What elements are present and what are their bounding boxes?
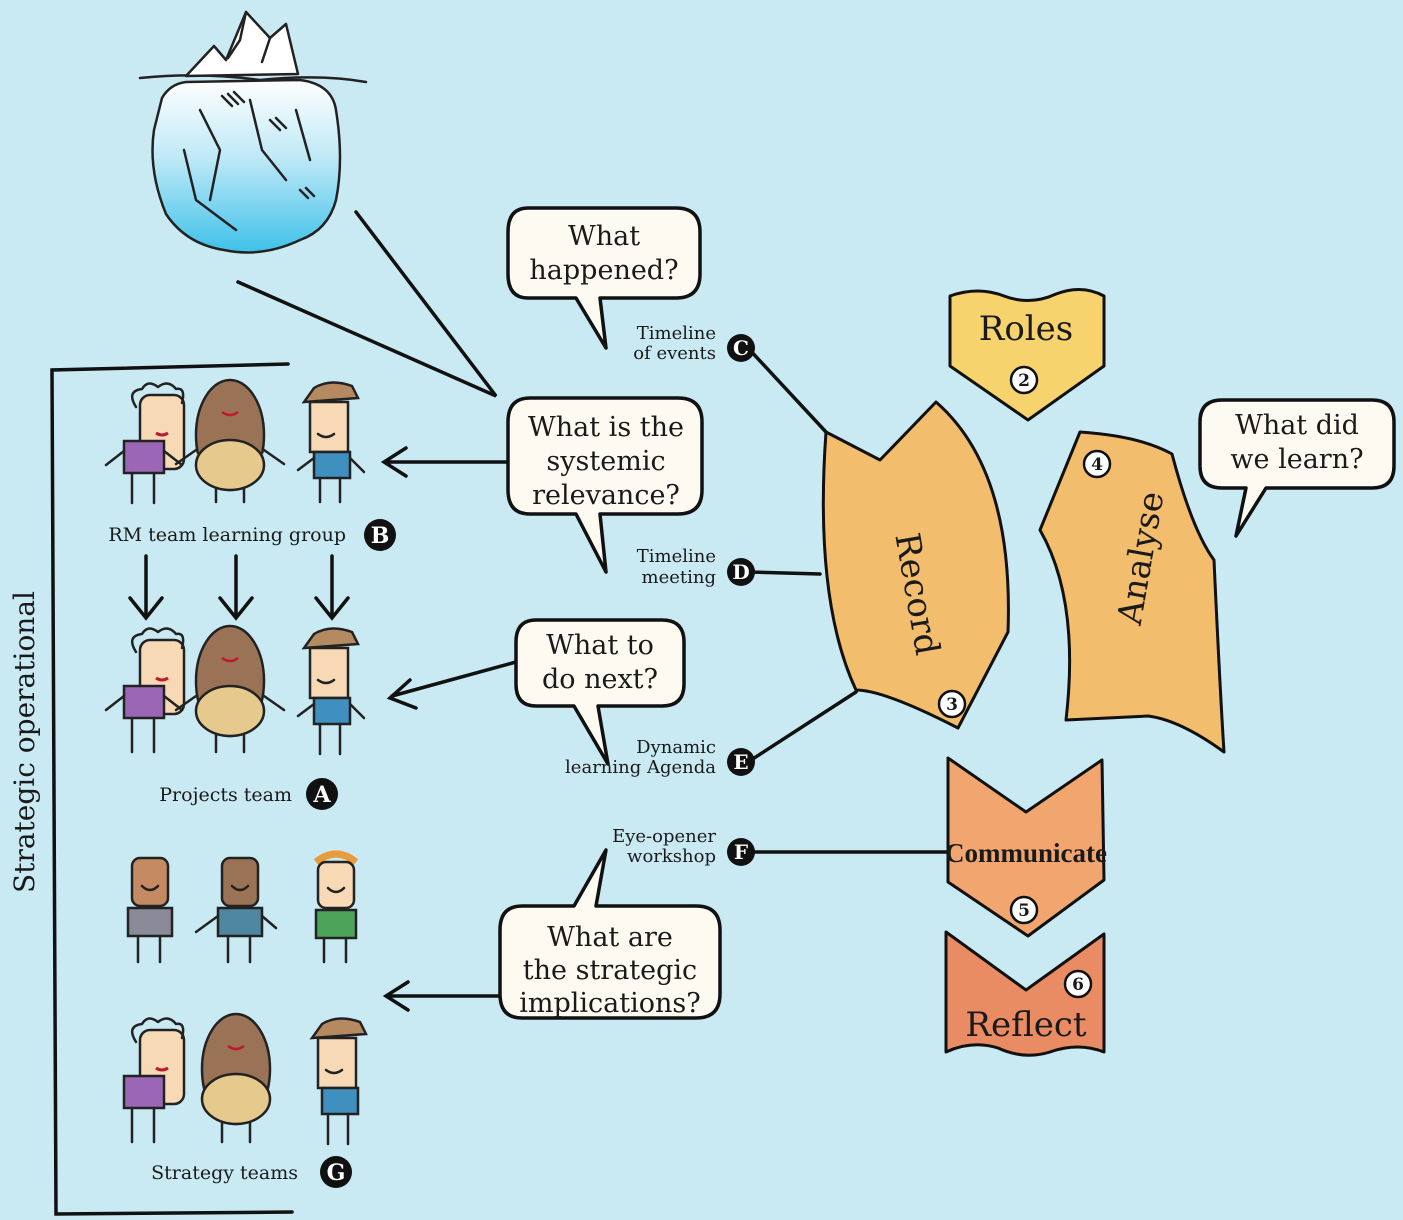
- group-bracket: [50, 362, 294, 1216]
- step-analyse-number: 4: [1091, 455, 1103, 475]
- text-nodes-c-line1: Timeline: [637, 323, 716, 344]
- group-label-g: Strategy teams G: [151, 1156, 352, 1188]
- node-e-letter: E: [733, 750, 748, 774]
- text-questions-q2-line2: systemic: [546, 446, 665, 477]
- step-record: Record 3: [821, 400, 1010, 730]
- step-roles-number: 2: [1018, 371, 1030, 391]
- question-bubble-what-happened: What happened?: [506, 206, 702, 350]
- text-questions-q4-line2: the strategic: [523, 955, 697, 986]
- text-questions-q3-line2: do next?: [542, 664, 658, 695]
- text-nodes-e-line1: Dynamic: [636, 737, 716, 758]
- group-g-letter: G: [327, 1160, 346, 1186]
- text-groups-b-label: RM team learning group: [108, 524, 346, 546]
- text-groups-g-label: Strategy teams: [151, 1162, 298, 1184]
- arrow-to-rm-team: [380, 446, 508, 478]
- text-questions-q1-line2: happened?: [529, 255, 678, 286]
- question-bubble-strategic-implications: What are the strategic implications?: [498, 848, 722, 1020]
- step-analyse: Analyse 4: [1038, 430, 1226, 754]
- text-questions-q1-line1: What: [568, 221, 640, 252]
- text-questions-q2-line3: relevance?: [532, 480, 680, 511]
- strategy-team-people-top: [126, 850, 359, 964]
- step-record-number: 3: [946, 695, 958, 715]
- person-purple: [104, 382, 186, 505]
- rm-team-people: [104, 378, 366, 505]
- step-reflect-label: Reflect: [965, 1005, 1087, 1045]
- text-questions-q4-line1: What are: [547, 922, 673, 953]
- text-questions-q3-line1: What to: [546, 630, 654, 661]
- iceberg-illustration: [138, 10, 368, 254]
- down-arrows: [128, 554, 350, 621]
- step-reflect: Reflect 6: [944, 930, 1106, 1057]
- connector-d-record: [746, 570, 822, 576]
- iceberg-pointer-lines: [236, 210, 498, 398]
- person-hat: [296, 381, 366, 504]
- question-bubble-what-did-we-learn: What did we learn?: [1198, 398, 1396, 538]
- step-communicate-label: Communicate: [945, 838, 1107, 868]
- connector-e-record: [746, 690, 858, 764]
- text-nodes-e-line2: learning Agenda: [565, 757, 716, 778]
- step-roles: Roles 2: [948, 288, 1106, 422]
- step-reflect-number: 6: [1072, 975, 1084, 995]
- node-d: Timeline meeting D: [637, 546, 755, 588]
- text-groups-a-label: Projects team: [159, 784, 292, 806]
- arrow-to-strategy-teams: [382, 980, 506, 1012]
- step-communicate-number: 5: [1018, 901, 1030, 921]
- text-questions-q2-line1: What is the: [528, 412, 684, 443]
- projects-team-people: [104, 624, 366, 756]
- group-b-letter: B: [371, 523, 390, 549]
- question-bubble-systemic-relevance: What is the systemic relevance?: [506, 396, 704, 574]
- node-c-letter: C: [733, 336, 749, 360]
- side-label: Strategic operational: [8, 591, 41, 893]
- text-questions-q4-line3: implications?: [519, 988, 700, 1019]
- node-e: Dynamic learning Agenda E: [565, 737, 755, 778]
- person-round: [174, 378, 286, 504]
- text-nodes-f-line2: workshop: [627, 846, 716, 867]
- text-nodes-f-line1: Eye-opener: [612, 826, 716, 847]
- text-questions-q5-line2: we learn?: [1230, 444, 1363, 475]
- group-label-a: Projects team A: [159, 778, 338, 810]
- text-questions-q5-line1: What did: [1235, 410, 1359, 441]
- node-f: Eye-opener workshop F: [612, 826, 755, 867]
- group-a-letter: A: [312, 782, 331, 808]
- node-d-letter: D: [732, 560, 749, 584]
- arrow-to-projects-team: [386, 660, 518, 710]
- text-nodes-c-line2: of events: [633, 343, 716, 364]
- connector-c-record: [746, 346, 828, 434]
- group-label-b: RM team learning group B: [108, 519, 396, 551]
- node-c: Timeline of events C: [633, 323, 755, 364]
- step-roles-label: Roles: [979, 309, 1074, 349]
- step-communicate: Communicate 5: [945, 756, 1107, 938]
- text-nodes-d-line1: Timeline: [637, 546, 716, 567]
- question-bubble-what-next: What to do next?: [514, 618, 686, 766]
- node-f-letter: F: [734, 840, 748, 864]
- strategy-team-people-bottom: [122, 1012, 368, 1146]
- text-nodes-d-line2: meeting: [642, 567, 716, 588]
